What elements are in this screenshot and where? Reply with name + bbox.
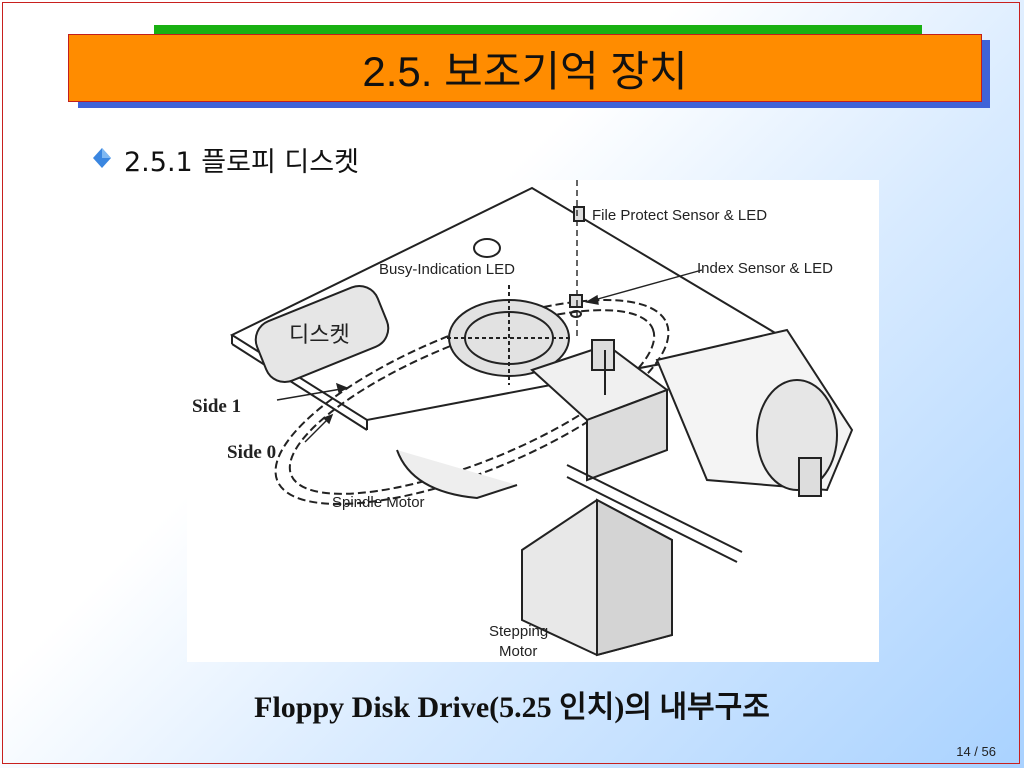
- label-side0: Side 0: [227, 442, 276, 463]
- disk-platter-outer: [274, 299, 670, 505]
- file-protect-sensor: [573, 206, 585, 222]
- slide-title: 2.5. 보조기억 장치: [68, 34, 982, 102]
- section-subtitle: 2.5.1 플로피 디스켓: [124, 147, 359, 178]
- figure-caption: Floppy Disk Drive(5.25 인치)의 내부구조: [254, 691, 770, 724]
- label-busy-led: Busy-Indication LED: [379, 261, 515, 278]
- busy-led: [473, 238, 501, 258]
- title-accent-bar: [154, 25, 922, 35]
- label-motor: Motor: [499, 643, 537, 660]
- diamond-bullet-icon: [93, 148, 111, 168]
- label-spindle-motor: Spindle Motor: [332, 494, 425, 511]
- page-number: 14 / 56: [956, 744, 996, 759]
- diskette-card: [254, 285, 390, 383]
- index-sensor: [569, 294, 583, 308]
- label-stepping: Stepping: [489, 623, 548, 640]
- label-side1: Side 1: [192, 396, 241, 417]
- label-file-protect: File Protect Sensor & LED: [592, 207, 767, 224]
- label-index-sensor: Index Sensor & LED: [697, 260, 833, 277]
- diagram-svg: File Protect Sensor & LED Index Sensor &…: [192, 180, 854, 660]
- label-diskette: 디스켓: [289, 322, 350, 347]
- floppy-drive-diagram: File Protect Sensor & LED Index Sensor &…: [187, 180, 879, 662]
- spindle-motor: [396, 449, 518, 500]
- guide-rail: [566, 464, 743, 553]
